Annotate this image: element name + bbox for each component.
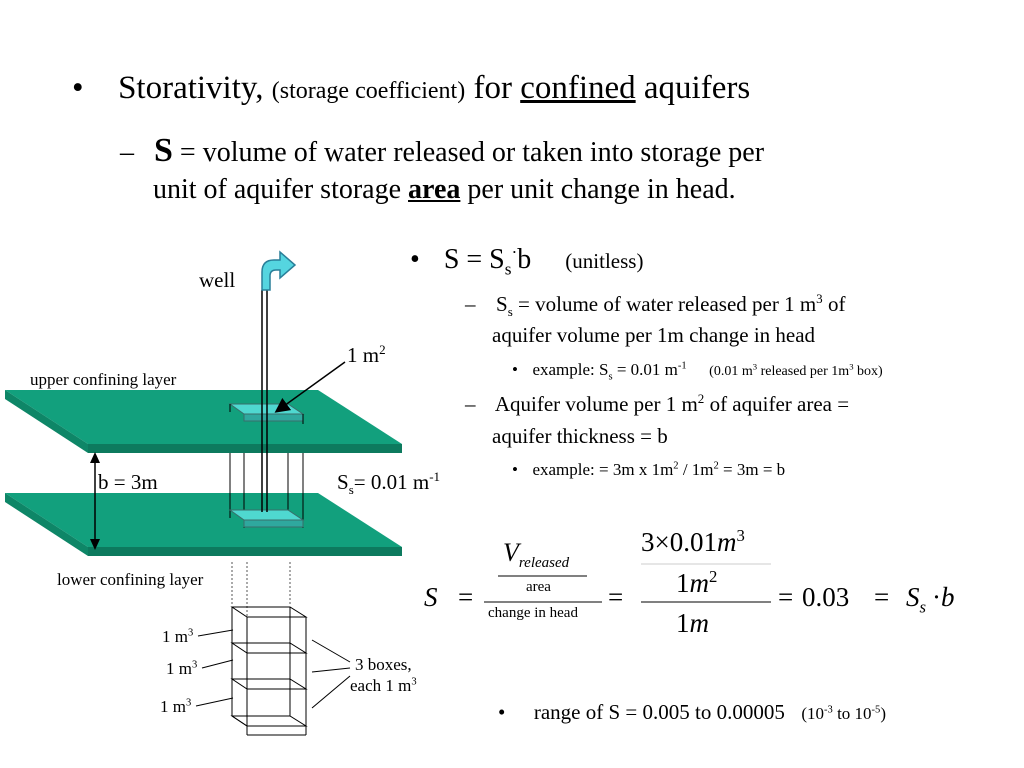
dash-mark: – bbox=[465, 292, 476, 316]
well-discharge-arrow-icon bbox=[261, 250, 297, 291]
lower-layer-side bbox=[5, 493, 88, 556]
eq-denominator: 1m bbox=[676, 608, 709, 638]
equation-fraction-bars bbox=[484, 575, 771, 603]
upper-layer-edge bbox=[88, 444, 402, 453]
upper-layer-side bbox=[5, 390, 88, 453]
dash-mark: – bbox=[120, 137, 134, 168]
eq-equals-2: = bbox=[608, 582, 624, 612]
eq-equals-3: = bbox=[778, 582, 794, 612]
confined-word: confined bbox=[520, 70, 636, 106]
example-sub: s bbox=[608, 371, 613, 383]
aquifer-volume-text: Aquifer volume per 1 m bbox=[494, 392, 698, 416]
bullet-mark: • bbox=[512, 360, 518, 379]
example-val: = 0.01 m bbox=[612, 360, 678, 379]
column-top-edge bbox=[243, 413, 304, 422]
definition-line-1: – S = volume of water released or taken … bbox=[120, 132, 764, 170]
thickness-arrow bbox=[90, 452, 100, 550]
three-boxes-stack bbox=[230, 606, 308, 736]
eq-equals-4: = bbox=[874, 582, 890, 612]
formula-b: b bbox=[517, 244, 532, 275]
S-symbol: S bbox=[154, 132, 173, 169]
storativity-term: Storativity, bbox=[118, 70, 272, 106]
aquifers-text: aquifers bbox=[635, 70, 751, 106]
formula-main: S = S bbox=[443, 244, 505, 275]
bullet-mark: • bbox=[512, 460, 518, 479]
thickness-label: b = 3m bbox=[98, 470, 158, 494]
definition-text-b: unit of aquifer storage bbox=[153, 174, 409, 205]
example-note: (0.01 m3 released per 1m3 box) bbox=[709, 361, 883, 379]
formula-sub: s bbox=[504, 259, 512, 279]
aquifer-volume-exp: 2 bbox=[697, 391, 705, 406]
area-word: area bbox=[408, 174, 461, 205]
area-label: 1 m2 bbox=[347, 342, 386, 367]
eq-mid-area: 1m2 bbox=[676, 567, 718, 598]
definition-line-2: unit of aquifer storage area per unit ch… bbox=[153, 174, 736, 206]
range-paren: (10-3 to 10-5) bbox=[801, 704, 886, 723]
dash-mark: – bbox=[465, 392, 476, 416]
specific-storage-label: Ss= 0.01 m-1 bbox=[337, 469, 441, 498]
bullet-storativity: • Storativity, (storage coefficient) for… bbox=[72, 70, 750, 107]
bullet-mark: • bbox=[410, 244, 420, 275]
eq-rhs: Ss·b bbox=[906, 582, 955, 617]
ss-def-exp: 3 bbox=[816, 291, 823, 306]
example-ss: • example: Ss = 0.01 m-1 (0.01 m3 releas… bbox=[512, 360, 883, 383]
formula-dot: · bbox=[511, 242, 518, 262]
example-text: example: S bbox=[532, 360, 609, 379]
boxes-note-line-1: 3 boxes, bbox=[355, 655, 412, 674]
projection-lines bbox=[231, 562, 291, 626]
upper-layer-label: upper confining layer bbox=[30, 370, 177, 389]
example-thickness: • example: = 3m x 1m2 / 1m2 = 3m = b bbox=[512, 460, 786, 479]
ss-definition-line-2: aquifer volume per 1m change in head bbox=[492, 323, 816, 347]
box-3-label: 1 m3 bbox=[160, 697, 192, 716]
lower-layer-label: lower confining layer bbox=[57, 570, 204, 589]
definition-text-a: = volume of water released or taken into… bbox=[172, 137, 765, 168]
bullet-mark: • bbox=[72, 70, 84, 106]
ss-symbol: S bbox=[496, 292, 508, 316]
aquifer-volume-line-2: aquifer thickness = b bbox=[492, 424, 668, 448]
for-text: for bbox=[465, 70, 521, 106]
aquifer-volume-line-1: – Aquifer volume per 1 m2 of aquifer are… bbox=[465, 392, 849, 417]
ss-definition-line-1: – Ss = volume of water released per 1 m3… bbox=[465, 291, 846, 320]
range-bullet: • range of S = 0.005 to 0.00005 (10-3 to… bbox=[498, 700, 886, 725]
formula-bullet: • S = Ss·b (unitless) bbox=[410, 242, 644, 279]
eq-S: S bbox=[424, 582, 438, 612]
storage-coefficient-paren: (storage coefficient) bbox=[271, 78, 466, 104]
eq-numerator: 3×0.01m3 bbox=[641, 526, 745, 557]
box-2-label: 1 m3 bbox=[166, 659, 198, 678]
eq-change-in-head: change in head bbox=[488, 605, 578, 621]
box-1-label: 1 m3 bbox=[162, 627, 194, 646]
boxes-note-line-2: each 1 m3 bbox=[350, 676, 417, 695]
unitless-note: (unitless) bbox=[565, 249, 644, 273]
eq-result: 0.03 bbox=[802, 582, 850, 612]
upper-layer-top bbox=[5, 390, 402, 444]
lower-layer-edge bbox=[88, 547, 402, 556]
bullet-mark: • bbox=[498, 700, 506, 724]
box-pointer-lines bbox=[195, 629, 351, 709]
lower-confining-layer bbox=[5, 493, 402, 556]
ss-def-text: = volume of water released per 1 m bbox=[512, 292, 817, 316]
eq-area: area bbox=[526, 579, 551, 595]
well-label: well bbox=[199, 268, 236, 292]
eq-V-released: Vreleased bbox=[503, 538, 570, 572]
example-exp: -1 bbox=[677, 360, 687, 372]
upper-confining-layer bbox=[5, 390, 402, 453]
ss-sub: s bbox=[507, 304, 513, 320]
aquifer-volume-text-b: of aquifer area = bbox=[704, 392, 850, 416]
ss-def-of: of bbox=[822, 292, 846, 316]
column-bottom-edge bbox=[243, 519, 304, 528]
range-text: range of S = 0.005 to 0.00005 bbox=[533, 700, 785, 724]
well-pipe bbox=[261, 290, 268, 512]
area-pointer-arrow bbox=[274, 361, 346, 413]
eq-equals-1: = bbox=[458, 582, 474, 612]
definition-text-c: per unit change in head. bbox=[460, 174, 736, 205]
